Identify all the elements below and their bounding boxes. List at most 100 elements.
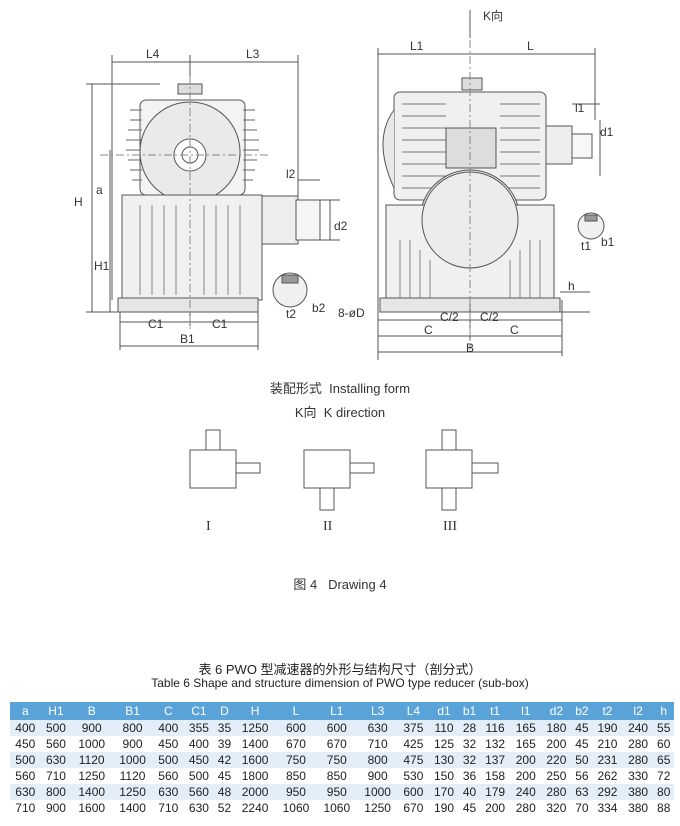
table-cell: 710 bbox=[15, 801, 36, 815]
table-cell: 1000 bbox=[78, 737, 106, 751]
dim-label-c-left: C bbox=[424, 323, 433, 337]
dim-label-c-right: C bbox=[510, 323, 519, 337]
table-cell: 560 bbox=[45, 737, 66, 751]
table-cell: 150 bbox=[434, 769, 455, 783]
column-header-14: t1 bbox=[479, 702, 511, 720]
table-cell: 35 bbox=[214, 720, 235, 736]
table-cell: 132 bbox=[485, 737, 506, 751]
left-side-view bbox=[86, 55, 340, 350]
table-cell: 600 bbox=[316, 720, 358, 736]
dim-label-l3: L3 bbox=[246, 47, 260, 61]
dim-label-b: B bbox=[466, 341, 474, 355]
table-cell: 1800 bbox=[241, 769, 269, 783]
table-cell: 750 bbox=[316, 752, 358, 768]
table-cell: 334 bbox=[597, 801, 618, 815]
table-cell: 900 bbox=[45, 801, 66, 815]
installing-form-cn: 装配形式 bbox=[269, 381, 322, 396]
table-cell: 158 bbox=[485, 769, 506, 783]
table-cell: 170 bbox=[428, 784, 460, 800]
table-cell: 48 bbox=[214, 784, 235, 800]
column-header-1: H1 bbox=[40, 702, 72, 720]
form-i-diagram bbox=[189, 429, 261, 489]
table-cell: 88 bbox=[657, 801, 671, 815]
dim-label-b1-key: b1 bbox=[601, 235, 615, 249]
table-cell: 63 bbox=[571, 784, 593, 800]
dim-label-l4: L4 bbox=[146, 47, 160, 61]
table-cell: 380 bbox=[622, 784, 654, 800]
table-cell: 50 bbox=[571, 752, 593, 768]
table-cell: 116 bbox=[479, 720, 511, 736]
dim-label-d1: d1 bbox=[600, 125, 614, 139]
table-cell: 900 bbox=[367, 769, 388, 783]
column-header-19: l2 bbox=[622, 702, 654, 720]
table-cell: 280 bbox=[515, 801, 536, 815]
column-header-8: L bbox=[275, 702, 317, 720]
table-cell: 850 bbox=[326, 769, 347, 783]
table-cell: 630 bbox=[40, 752, 72, 768]
form-ii-diagram bbox=[303, 449, 375, 511]
dim-label-h1: H1 bbox=[94, 259, 110, 273]
dim-label-l-top: L bbox=[527, 39, 534, 53]
table-cell: 320 bbox=[546, 801, 567, 815]
table-cell: 450 bbox=[158, 737, 179, 751]
table-cell: 1600 bbox=[234, 752, 276, 768]
column-header-0: a bbox=[10, 702, 41, 720]
dim-label-l1-shaft: l1 bbox=[575, 101, 585, 115]
table-cell: 60 bbox=[657, 737, 671, 751]
table-cell: 240 bbox=[622, 720, 654, 736]
table-cell: 2000 bbox=[234, 784, 276, 800]
table-cell: 800 bbox=[112, 720, 153, 736]
table-cell: 210 bbox=[597, 737, 618, 751]
table-cell: 330 bbox=[628, 769, 649, 783]
column-header-4: C bbox=[152, 702, 184, 720]
table-cell: 1400 bbox=[71, 784, 113, 800]
table-cell: 80 bbox=[653, 784, 674, 800]
table-cell: 670 bbox=[285, 737, 306, 751]
table-cell: 560 bbox=[15, 769, 36, 783]
form-label-iii: III bbox=[443, 519, 457, 534]
table-cell: 125 bbox=[434, 737, 455, 751]
dim-label-c1-left: C1 bbox=[148, 317, 164, 331]
column-header-9: L1 bbox=[316, 702, 358, 720]
table-cell: 200 bbox=[485, 801, 506, 815]
table-cell: 45 bbox=[571, 720, 593, 736]
column-header-17: b2 bbox=[571, 702, 593, 720]
table-cell: 65 bbox=[653, 752, 674, 768]
table-cell: 220 bbox=[541, 752, 572, 768]
table-cell: 40 bbox=[459, 784, 480, 800]
table-cell: 1120 bbox=[119, 769, 146, 783]
dim-label-l1-top: L1 bbox=[410, 39, 424, 53]
table-cell: 70 bbox=[575, 801, 589, 815]
table-cell: 1250 bbox=[234, 720, 276, 736]
table-cell: 45 bbox=[217, 769, 232, 783]
table-cell: 36 bbox=[462, 769, 477, 783]
table-cell: 1600 bbox=[78, 801, 106, 815]
table-cell: 262 bbox=[597, 769, 618, 783]
table-title-en: Table 6 Shape and structure dimension of… bbox=[151, 676, 529, 690]
column-header-2: B bbox=[71, 702, 113, 720]
table-cell: 630 bbox=[188, 801, 209, 815]
table-cell: 190 bbox=[434, 801, 455, 815]
table-cell: 200 bbox=[546, 737, 567, 751]
table-cell: 670 bbox=[326, 737, 347, 751]
table-cell: 52 bbox=[217, 801, 232, 815]
dim-label-h-foot: h bbox=[568, 279, 575, 293]
table-cell: 600 bbox=[275, 720, 317, 736]
table-cell: 200 bbox=[510, 752, 542, 768]
column-header-13: b1 bbox=[459, 702, 480, 720]
installing-forms-diagram bbox=[189, 429, 499, 511]
figure-caption-en: Drawing 4 bbox=[328, 577, 387, 592]
table-cell: 710 bbox=[158, 801, 179, 815]
table-cell: 500 bbox=[40, 720, 72, 736]
dim-label-c-half-left: C/2 bbox=[440, 310, 459, 324]
table-cell: 900 bbox=[71, 720, 113, 736]
table-cell: 32 bbox=[462, 737, 477, 751]
table-cell: 450 bbox=[15, 737, 36, 751]
dim-label-b2: b2 bbox=[312, 301, 326, 315]
table-cell: 1000 bbox=[357, 784, 399, 800]
table-cell: 560 bbox=[158, 769, 179, 783]
